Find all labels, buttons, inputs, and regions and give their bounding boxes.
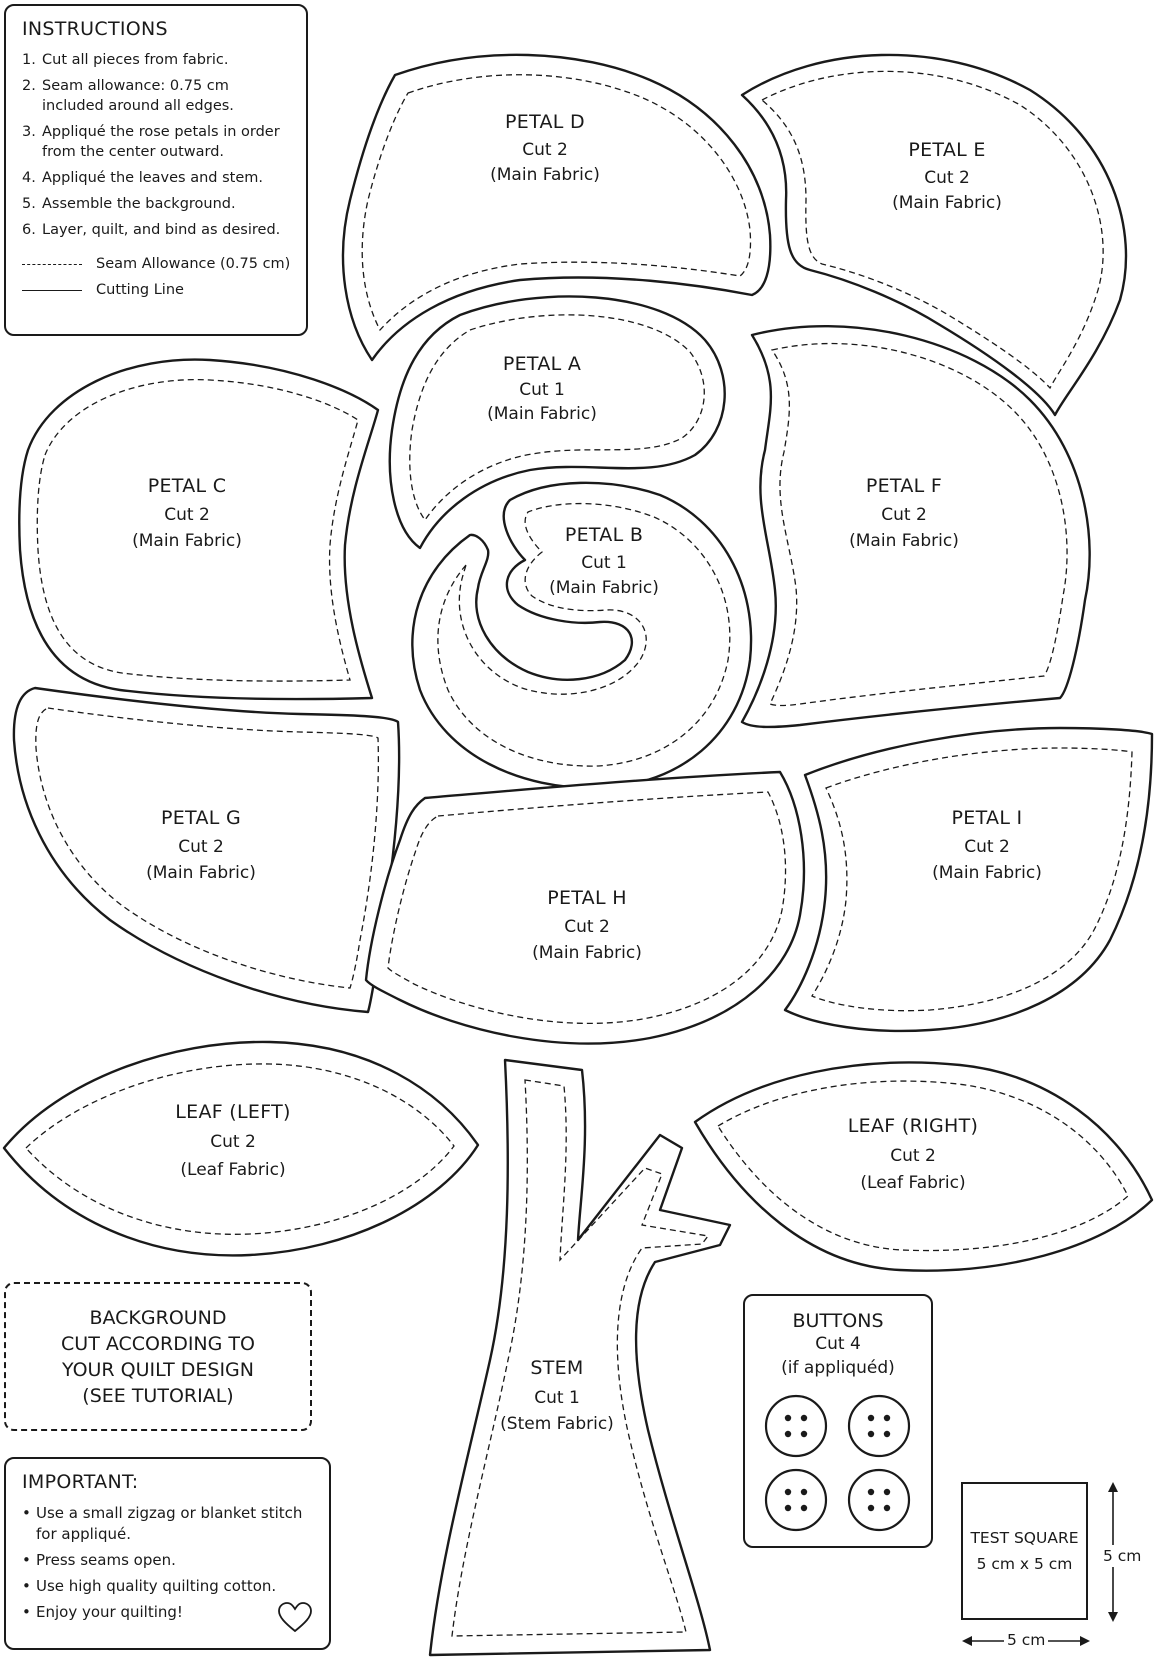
instruction-step: 2.Seam allowance: 0.75 cm included aroun… [22,78,234,114]
petal-c-title: PETAL C [148,475,227,497]
button-icon [847,1468,911,1532]
petal-g-fabric: (Main Fabric) [146,863,256,883]
petal-d-piece: PETAL D Cut 2 (Main Fabric) [341,53,772,362]
stem-piece: STEM Cut 1 (Stem Fabric) [428,1058,732,1657]
petal-a-cut: Cut 1 [519,380,565,400]
instructions-list: 1.Cut all pieces from fabric. 2.Seam all… [22,50,294,240]
petal-b-cut: Cut 1 [581,553,627,573]
stem-fabric: (Stem Fabric) [500,1414,614,1434]
petal-i-fabric: (Main Fabric) [932,863,1042,883]
buttons-title: BUTTONS [792,1310,884,1332]
petal-g-title: PETAL G [161,807,241,829]
petal-g-cut: Cut 2 [178,837,224,857]
buttons-cut: Cut 4 [815,1334,861,1354]
test-square-height-label: 5 cm [1103,1545,1142,1567]
important-item: •Press seams open. [22,1551,176,1569]
stem-cut: Cut 1 [534,1388,580,1408]
dashed-line-icon [22,263,82,265]
buttons-note: (if appliquéd) [781,1358,895,1378]
legend-seam: Seam Allowance (0.75 cm) [22,256,294,272]
instruction-step: 6.Layer, quilt, and bind as desired. [22,222,281,238]
leaf-right-piece: LEAF (RIGHT) Cut 2 (Leaf Fabric) [693,1061,1154,1272]
petal-h-cut: Cut 2 [564,917,610,937]
heart-icon [278,1602,312,1633]
instruction-step: 4.Appliqué the leaves and stem. [22,170,263,186]
petal-c-piece: PETAL C Cut 2 (Main Fabric) [18,358,380,701]
petal-e-title: PETAL E [908,139,985,161]
important-item: •Use a small zigzag or blanket stitch fo… [22,1504,303,1543]
petal-i-cut: Cut 2 [964,837,1010,857]
petal-b-piece: PETAL B Cut 1 (Main Fabric) [411,481,753,790]
solid-line-icon [22,289,82,291]
petal-f-cut: Cut 2 [881,505,927,525]
leaf-right-cut: Cut 2 [890,1146,936,1166]
petal-h-title: PETAL H [547,887,627,909]
petal-b-title: PETAL B [565,524,643,546]
button-icon [764,1468,828,1532]
leaf-left-title: LEAF (LEFT) [175,1101,290,1123]
leaf-right-title: LEAF (RIGHT) [848,1115,978,1137]
petal-e-fabric: (Main Fabric) [892,193,1002,213]
petal-a-title: PETAL A [503,353,581,375]
button-icon [847,1394,911,1458]
petal-i-title: PETAL I [952,807,1023,829]
petal-a-fabric: (Main Fabric) [487,404,597,424]
petal-h-fabric: (Main Fabric) [532,943,642,963]
test-square: TEST SQUARE 5 cm x 5 cm [961,1482,1088,1620]
button-shapes [764,1394,911,1532]
buttons-panel: BUTTONS Cut 4 (if appliquéd) [743,1294,933,1548]
background-panel: BACKGROUND CUT ACCORDING TO YOUR QUILT D… [4,1282,312,1431]
petal-e-piece: PETAL E Cut 2 (Main Fabric) [740,53,1128,417]
leaf-left-cut: Cut 2 [210,1132,256,1152]
button-icon [764,1394,828,1458]
legend-cutting: Cutting Line [22,282,294,298]
petal-f-piece: PETAL F Cut 2 (Main Fabric) [740,325,1091,729]
instruction-step: 5.Assemble the background. [22,196,236,212]
background-line: CUT ACCORDING TO [61,1332,255,1355]
stem-title: STEM [530,1357,583,1379]
test-square-title: TEST SQUARE [970,1529,1079,1547]
background-line: (SEE TUTORIAL) [82,1384,234,1407]
petal-a-piece: PETAL A Cut 1 (Main Fabric) [388,295,726,550]
petal-b-fabric: (Main Fabric) [549,578,659,598]
important-item: •Enjoy your quilting! [22,1603,183,1621]
petal-f-title: PETAL F [866,475,942,497]
petal-i-piece: PETAL I Cut 2 (Main Fabric) [783,726,1154,1033]
instructions-panel: INSTRUCTIONS 1.Cut all pieces from fabri… [4,4,308,336]
test-square-size: 5 cm x 5 cm [976,1555,1073,1573]
important-item: •Use high quality quilting cotton. [22,1577,277,1595]
leaf-left-piece: LEAF (LEFT) Cut 2 (Leaf Fabric) [2,1040,480,1257]
petal-c-cut: Cut 2 [164,505,210,525]
important-panel: IMPORTANT: •Use a small zigzag or blanke… [4,1457,331,1650]
instruction-step: 3.Appliqué the rose petals in order from… [22,124,280,160]
petal-d-title: PETAL D [505,111,585,133]
important-list: •Use a small zigzag or blanket stitch fo… [22,1503,317,1623]
petal-g-piece: PETAL G Cut 2 (Main Fabric) [12,686,401,1014]
instruction-step: 1.Cut all pieces from fabric. [22,52,229,68]
leaf-right-fabric: (Leaf Fabric) [860,1173,965,1193]
background-line: YOUR QUILT DESIGN [62,1358,254,1381]
petal-c-fabric: (Main Fabric) [132,531,242,551]
test-square-width-label: 5 cm [1004,1631,1049,1649]
important-title: IMPORTANT: [22,1471,139,1493]
petal-d-fabric: (Main Fabric) [490,165,600,185]
background-line: BACKGROUND [89,1306,227,1329]
petal-d-cut: Cut 2 [522,140,568,160]
petal-h-piece: PETAL H Cut 2 (Main Fabric) [364,770,806,1045]
instructions-title: INSTRUCTIONS [22,18,168,40]
petal-e-cut: Cut 2 [924,168,970,188]
petal-f-fabric: (Main Fabric) [849,531,959,551]
leaf-left-fabric: (Leaf Fabric) [180,1160,285,1180]
